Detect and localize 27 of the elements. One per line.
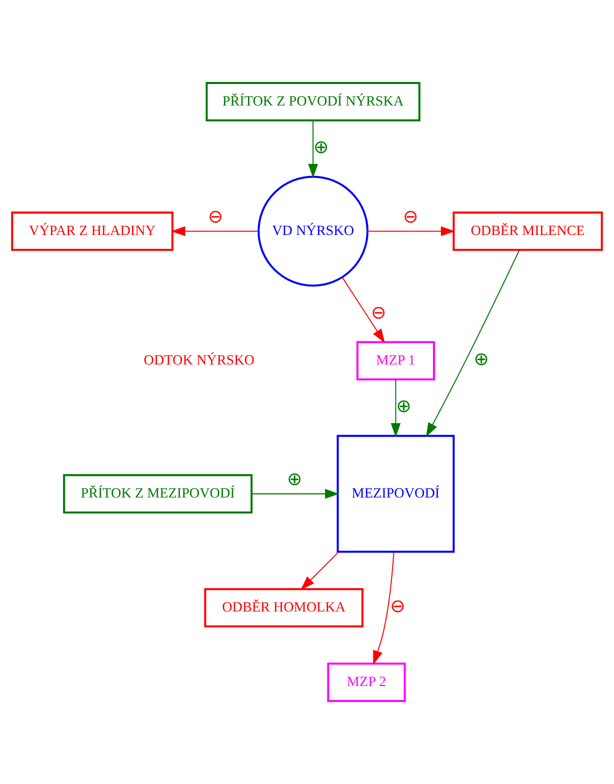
node-box: PŘÍTOK Z POVODÍ NÝRSKA — [206, 82, 420, 122]
arrow — [426, 250, 520, 437]
node-box: ODBĚR MILENCE — [452, 212, 603, 251]
node-box: PŘÍTOK Z MEZIPOVODÍ — [63, 474, 253, 514]
edge-label: ⊖ — [390, 596, 406, 618]
arrow — [252, 488, 340, 499]
arrow — [342, 277, 385, 344]
edge-label: ⊕ — [474, 349, 489, 370]
edge-label: ⊖ — [370, 302, 386, 324]
node-box: MZP 1 — [356, 341, 436, 380]
node-box: MZP 2 — [327, 662, 406, 702]
node-circle: VD NÝRSKO — [258, 176, 368, 287]
edge-label: ⊕ — [287, 469, 302, 490]
arrow — [373, 552, 394, 665]
node-box: ODBĚR HOMOLKA — [204, 588, 364, 628]
edge-label: ⊕ — [396, 396, 412, 418]
arrow — [308, 120, 318, 178]
node-box: MEZIPOVODÍ — [336, 434, 455, 553]
node-box: VÝPAR Z HLADINY — [11, 212, 174, 251]
edge-label: ⊖ — [402, 206, 418, 228]
label: ODTOK NÝRSKO — [144, 352, 254, 368]
edge-label: ⊖ — [208, 206, 224, 228]
edge-label: ⊕ — [314, 136, 329, 158]
arrow — [171, 226, 258, 236]
arrow — [368, 226, 456, 236]
arrow — [300, 552, 339, 590]
arrow — [390, 379, 401, 438]
